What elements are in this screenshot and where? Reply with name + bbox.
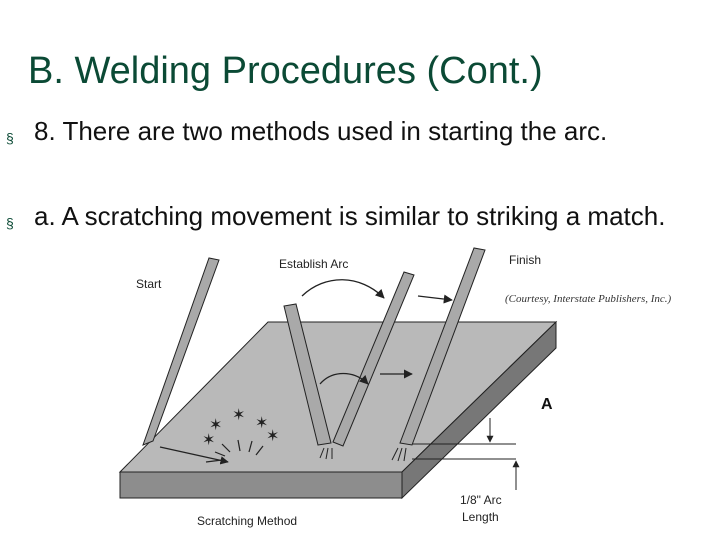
arrow-finish (417, 294, 453, 304)
bullet-text: 8. There are two methods used in startin… (34, 116, 608, 146)
plate-front (119, 471, 403, 499)
label-finish: Finish (509, 253, 541, 267)
svg-text:✶: ✶ (209, 417, 222, 434)
bullet-text: a. A scratching movement is similar to s… (34, 201, 666, 231)
slide-title: B. Welding Procedures (Cont.) (28, 50, 543, 92)
plate-side (401, 320, 557, 500)
svg-text:✶: ✶ (232, 407, 245, 424)
electrode-finish (399, 247, 486, 446)
spark-marks (159, 439, 264, 465)
label-arc-length-2: Length (462, 510, 499, 524)
scratching-method-diagram: ✶ ✶ ✶ ✶ ✶ Start Establish Arc Finish (Co… (118, 247, 672, 528)
bullet-marker: § (6, 215, 14, 231)
electrode-establish (283, 303, 332, 446)
figure-caption: Scratching Method (197, 514, 297, 528)
arc-length-indicator (412, 418, 520, 490)
label-a: A (541, 396, 553, 413)
electrode-start (142, 257, 220, 446)
svg-text:✶: ✶ (255, 415, 268, 432)
label-arc-length-1: 1/8" Arc (460, 493, 502, 507)
bullet-item-1: § 8. There are two methods used in start… (6, 116, 706, 147)
bullet-marker: § (6, 130, 14, 146)
label-establish-arc: Establish Arc (279, 257, 348, 271)
label-courtesy: (Courtesy, Interstate Publishers, Inc.) (505, 293, 672, 305)
arc-flash (319, 447, 407, 462)
arrow-establish (301, 279, 385, 299)
arrow-middle (319, 372, 369, 385)
electrode-middle (332, 271, 415, 447)
label-start: Start (136, 277, 162, 291)
spark-stars: ✶ ✶ ✶ ✶ ✶ (202, 407, 279, 449)
svg-text:✶: ✶ (266, 428, 279, 445)
svg-text:✶: ✶ (202, 432, 215, 449)
bullet-item-2: § a. A scratching movement is similar to… (6, 201, 706, 232)
